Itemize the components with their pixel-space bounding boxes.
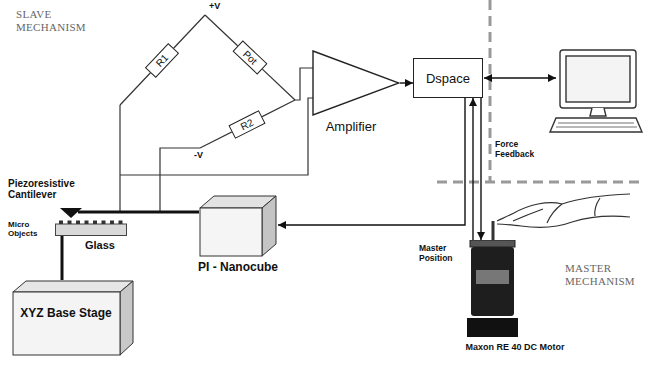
micro-object [119, 221, 123, 225]
resistor-symbol: R2 [228, 110, 265, 139]
signal-connector [61, 236, 64, 280]
motor-band [476, 270, 509, 284]
cube-front [200, 208, 262, 256]
motor-flange [470, 240, 515, 247]
annotation-label: +V [209, 2, 229, 12]
node-text: Dspace [426, 71, 470, 86]
node-text: PI - Nanocube [190, 260, 286, 274]
node-text: Glass [55, 239, 127, 251]
annotation-label: Micro Objects [8, 221, 53, 239]
base-stage: XYZ Base Stage [12, 280, 134, 356]
hand-sketch [497, 194, 630, 227]
bridge-wire [120, 15, 205, 105]
motor-encoder [467, 318, 518, 337]
controller-box: Dspace [413, 58, 483, 98]
annotation-label: Piezoresistive Cantilever [8, 178, 103, 200]
micro-object [102, 221, 106, 225]
cube-outline [198, 194, 278, 258]
monitor [560, 50, 636, 108]
monitor-screen [566, 56, 630, 102]
micro-object [59, 221, 63, 225]
finger-line [513, 209, 543, 221]
amplifier-input-wire [120, 98, 313, 175]
stage-front [13, 292, 120, 355]
node-text: R2 [239, 116, 255, 132]
micro-object [93, 221, 97, 225]
cantilever-wire [119, 105, 120, 212]
micro-object [68, 221, 72, 225]
cantilever-tip [60, 208, 82, 218]
amplifier-outline [312, 50, 400, 116]
resistor-symbol: R1 [145, 42, 179, 77]
node-text: Maxon RE 40 DC Motor [440, 342, 590, 352]
signal-connector [400, 82, 413, 83]
glass-plate [55, 218, 127, 236]
cube-side [262, 196, 276, 256]
nanocube-stage: PI - Nanocube [190, 194, 286, 274]
cantilever-beam [78, 211, 199, 214]
bridge-wire [200, 100, 295, 148]
connector-label: Master Position [418, 244, 468, 264]
amplifier-triangle: Amplifier [312, 50, 400, 134]
node-text: Amplifier [312, 119, 400, 134]
annotation-label: -V [194, 151, 214, 161]
wrist-line [595, 198, 600, 216]
amplifier-input-wire [295, 68, 313, 100]
bridge-wire [205, 15, 295, 100]
node-text: Pot [241, 48, 259, 66]
region-divider [489, 0, 492, 182]
connector-label: Force Feedback [494, 140, 542, 160]
micro-object [85, 221, 89, 225]
amplifier-outline [313, 51, 399, 115]
micro-object [76, 221, 80, 225]
region-divider [437, 181, 645, 184]
signal-connector [278, 98, 465, 225]
motor-body [471, 247, 514, 316]
stage-top [13, 281, 133, 292]
computer-icon [550, 50, 642, 132]
bridge-wires [120, 15, 313, 212]
finger-line [547, 204, 562, 223]
glass-slide: Glass [55, 218, 127, 251]
stage-side [120, 281, 133, 355]
signal-connector [480, 98, 481, 240]
keyboard [550, 118, 642, 132]
signal-connector [472, 98, 473, 240]
data-link-arrow [484, 77, 556, 78]
resistor-symbol: Pot [232, 40, 267, 74]
keyboard-keys [556, 123, 637, 127]
annotation-label: SLAVE MECHANISM [16, 8, 96, 33]
node-text: R1 [154, 52, 171, 69]
node-text: XYZ Base Stage [16, 306, 116, 320]
motor-shaft [492, 221, 495, 240]
glass-plate [56, 224, 127, 236]
hand-outline [497, 194, 630, 221]
monitor-stand [590, 108, 606, 116]
annotation-label: MASTER MECHANISM [565, 262, 643, 287]
hand-outline [497, 216, 630, 227]
micro-object [110, 221, 114, 225]
